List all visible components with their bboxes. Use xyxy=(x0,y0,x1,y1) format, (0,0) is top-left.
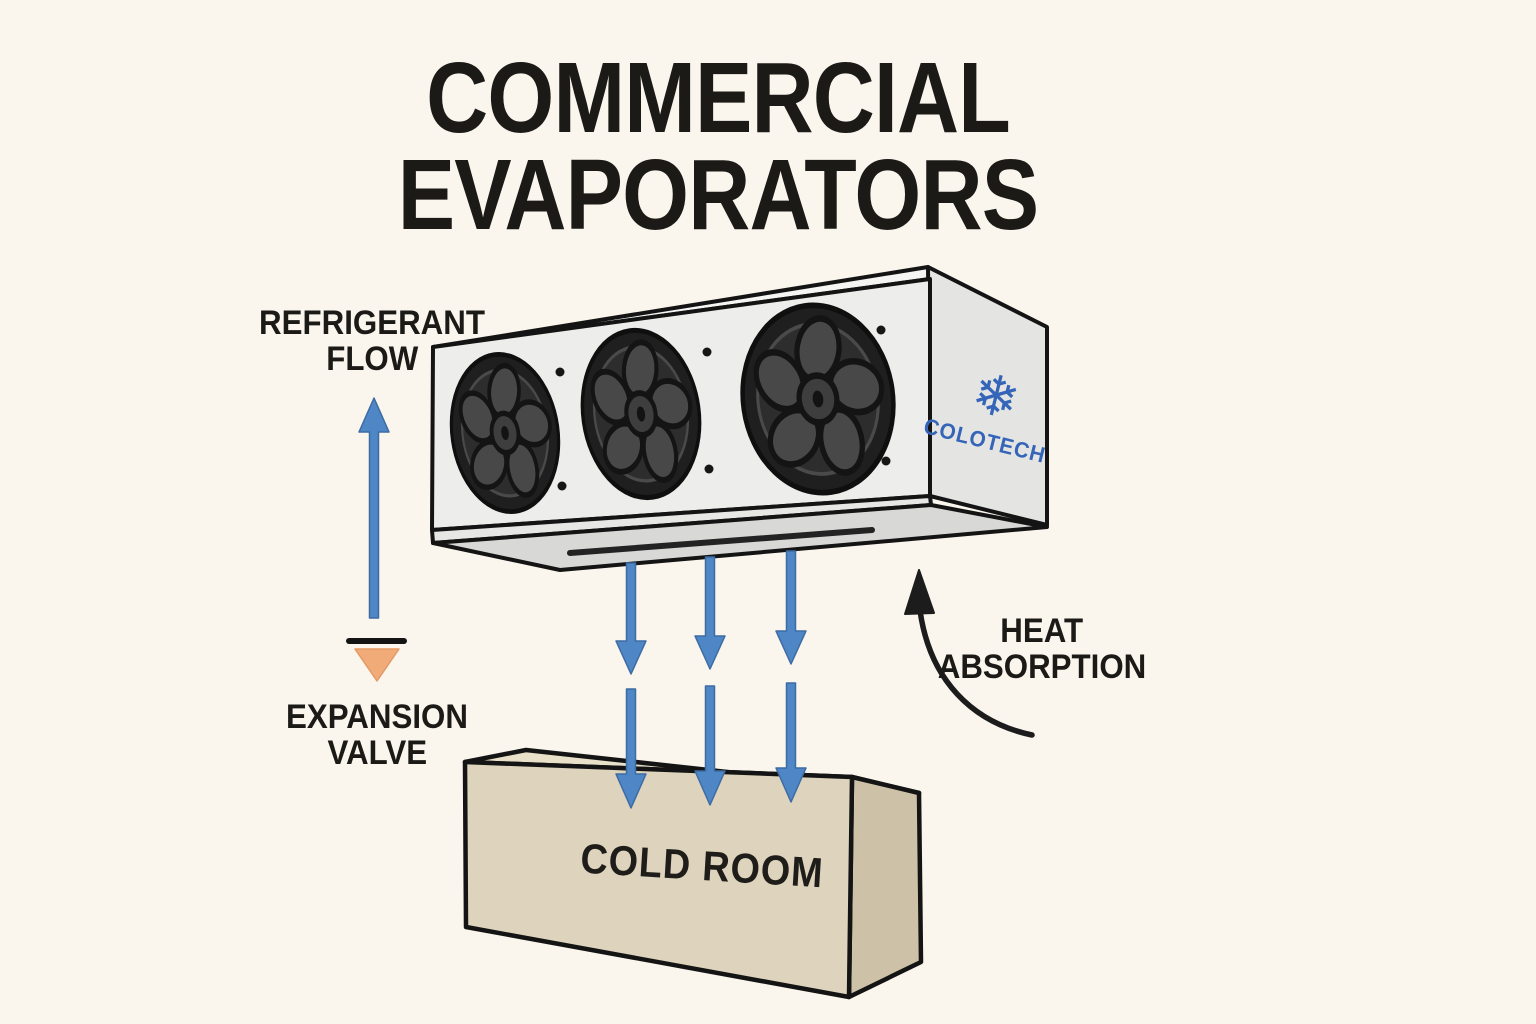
panel-screws xyxy=(555,325,891,491)
airflow-arrow xyxy=(615,562,647,675)
cold-room-right-face xyxy=(846,774,924,1000)
heat-absorption-arrow xyxy=(904,569,1035,738)
airflow-arrow xyxy=(775,682,807,803)
airflow-arrow xyxy=(615,688,647,809)
airflow-arrow xyxy=(694,685,726,806)
airflow-arrows xyxy=(615,550,807,809)
cold-room-box xyxy=(462,747,924,1000)
refrigerant-flow-arrow xyxy=(358,397,390,619)
airflow-arrow xyxy=(775,550,807,665)
page-title: COMMERCIAL EVAPORATORS xyxy=(346,42,1091,251)
heat-absorption-label: HEAT ABSORPTION xyxy=(937,611,1147,686)
evaporator-unit xyxy=(430,265,1049,572)
expansion-valve-label: EXPANSION VALVE xyxy=(286,697,468,772)
expansion-valve-symbol xyxy=(346,638,407,682)
refrigerant-flow-label: REFRIGERANT FLOW xyxy=(259,303,485,378)
airflow-arrow xyxy=(694,556,726,670)
title-line2: EVAPORATORS xyxy=(397,139,1039,251)
title-line1: COMMERCIAL xyxy=(426,42,1011,154)
air-outlet-slot xyxy=(567,527,875,556)
